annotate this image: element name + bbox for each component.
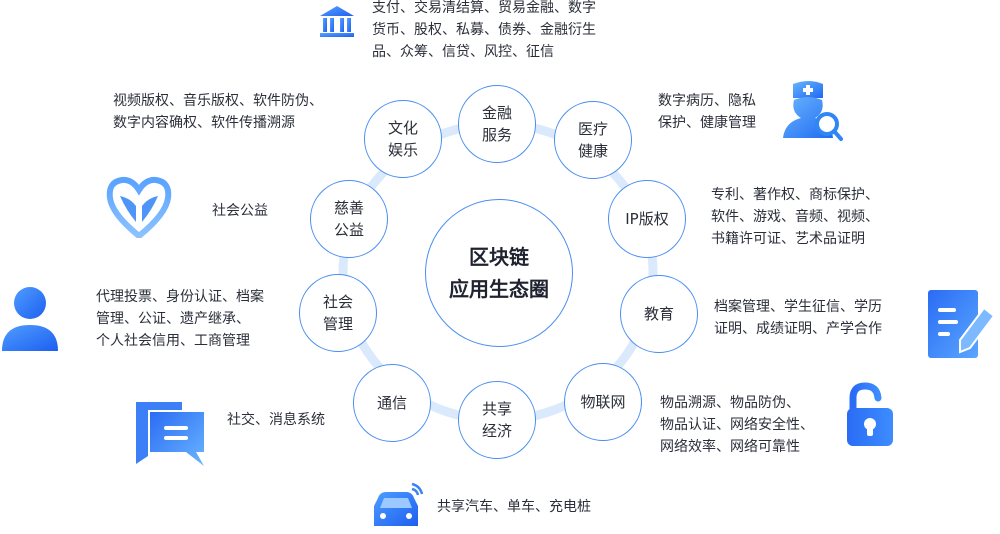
desc-line: 代理投票、身份认证、档案	[96, 289, 264, 305]
connected-car-icon	[374, 482, 424, 526]
desc-sharing: 共享汽车、单车、充电桩	[437, 496, 591, 518]
desc-line: 社交、消息系统	[227, 412, 325, 428]
desc-iot: 物品溯源、物品防伪、 物品认证、网络安全性、 网络效率、网络可靠性	[660, 392, 814, 458]
node-label: IP版权	[625, 210, 669, 228]
desc-line: 管理、公证、遗产继承、	[96, 311, 250, 327]
desc-line: 专利、著作权、商标保护、	[711, 187, 879, 203]
center-title-line1: 区块链	[469, 245, 529, 269]
desc-line: 货币、股权、私募、债券、金融衍生	[372, 22, 596, 38]
doctor-search-icon	[783, 81, 843, 141]
desc-line: 视频版权、音乐版权、软件防伪、	[113, 93, 323, 109]
desc-line: 数字内容确权、软件传播溯源	[113, 115, 295, 131]
node-medical[interactable]: 医疗健康	[554, 101, 632, 179]
node-label: 慈善公益	[333, 199, 364, 239]
chat-bubbles-icon	[136, 402, 204, 466]
desc-line: 品、众筹、信贷、风控、征信	[372, 44, 554, 60]
desc-line: 物品溯源、物品防伪、	[660, 395, 800, 411]
node-charity[interactable]: 慈善公益	[310, 180, 388, 258]
node-sharing[interactable]: 共享经济	[458, 381, 536, 459]
node-label: 共享经济	[481, 400, 512, 440]
unlocked-padlock-icon	[847, 382, 893, 446]
desc-ip: 专利、著作权、商标保护、 软件、游戏、音频、视频、 书籍许可证、艺术品证明	[711, 184, 879, 250]
node-label: 医疗健康	[577, 120, 608, 160]
node-iot[interactable]: 物联网	[564, 363, 642, 441]
desc-line: 证明、成绩证明、产学合作	[714, 321, 882, 337]
node-label: 物联网	[580, 393, 626, 411]
node-ip[interactable]: IP版权	[608, 180, 686, 258]
node-label: 教育	[643, 305, 674, 323]
desc-charity: 社会公益	[212, 200, 268, 222]
desc-line: 软件、游戏、音频、视频、	[711, 209, 879, 225]
node-label: 文化娱乐	[387, 119, 418, 159]
desc-culture: 视频版权、音乐版权、软件防伪、 数字内容确权、软件传播溯源	[113, 90, 323, 134]
node-label: 通信	[376, 394, 407, 412]
node-culture[interactable]: 文化娱乐	[364, 100, 442, 178]
desc-social-mgmt: 代理投票、身份认证、档案 管理、公证、遗产继承、 个人社会信用、工商管理	[96, 286, 264, 352]
desc-line: 个人社会信用、工商管理	[96, 333, 250, 349]
desc-line: 共享汽车、单车、充电桩	[437, 499, 591, 515]
desc-line: 档案管理、学生征信、学历	[714, 299, 882, 315]
node-finance[interactable]: 金融服务	[458, 85, 536, 163]
desc-line: 数字病历、隐私	[658, 93, 756, 109]
desc-education: 档案管理、学生征信、学历 证明、成绩证明、产学合作	[714, 296, 882, 340]
desc-line: 书籍许可证、艺术品证明	[711, 231, 865, 247]
node-label: 社会管理	[322, 293, 353, 333]
desc-telecom: 社交、消息系统	[227, 409, 325, 431]
node-education[interactable]: 教育	[620, 275, 698, 353]
bank-icon	[320, 6, 354, 37]
center-title-line2: 应用生态圈	[449, 277, 549, 301]
desc-line: 网络效率、网络可靠性	[660, 439, 800, 455]
desc-line: 社会公益	[212, 203, 268, 219]
desc-line: 物品认证、网络安全性、	[660, 417, 814, 433]
document-pen-icon	[928, 290, 996, 358]
node-label: 金融服务	[481, 104, 512, 144]
desc-line: 保护、健康管理	[658, 115, 756, 131]
center-hub: 区块链 应用生态圈	[425, 199, 573, 347]
desc-finance: 支付、交易清结算、贸易金融、数字 货币、股权、私募、债券、金融衍生 品、众筹、信…	[372, 0, 596, 63]
desc-medical: 数字病历、隐私 保护、健康管理	[658, 90, 756, 134]
heart-hands-icon	[106, 176, 172, 238]
desc-line: 支付、交易清结算、贸易金融、数字	[372, 0, 596, 16]
node-social-mgmt[interactable]: 社会管理	[299, 274, 377, 352]
user-icon	[2, 287, 58, 351]
node-telecom[interactable]: 通信	[353, 364, 431, 442]
